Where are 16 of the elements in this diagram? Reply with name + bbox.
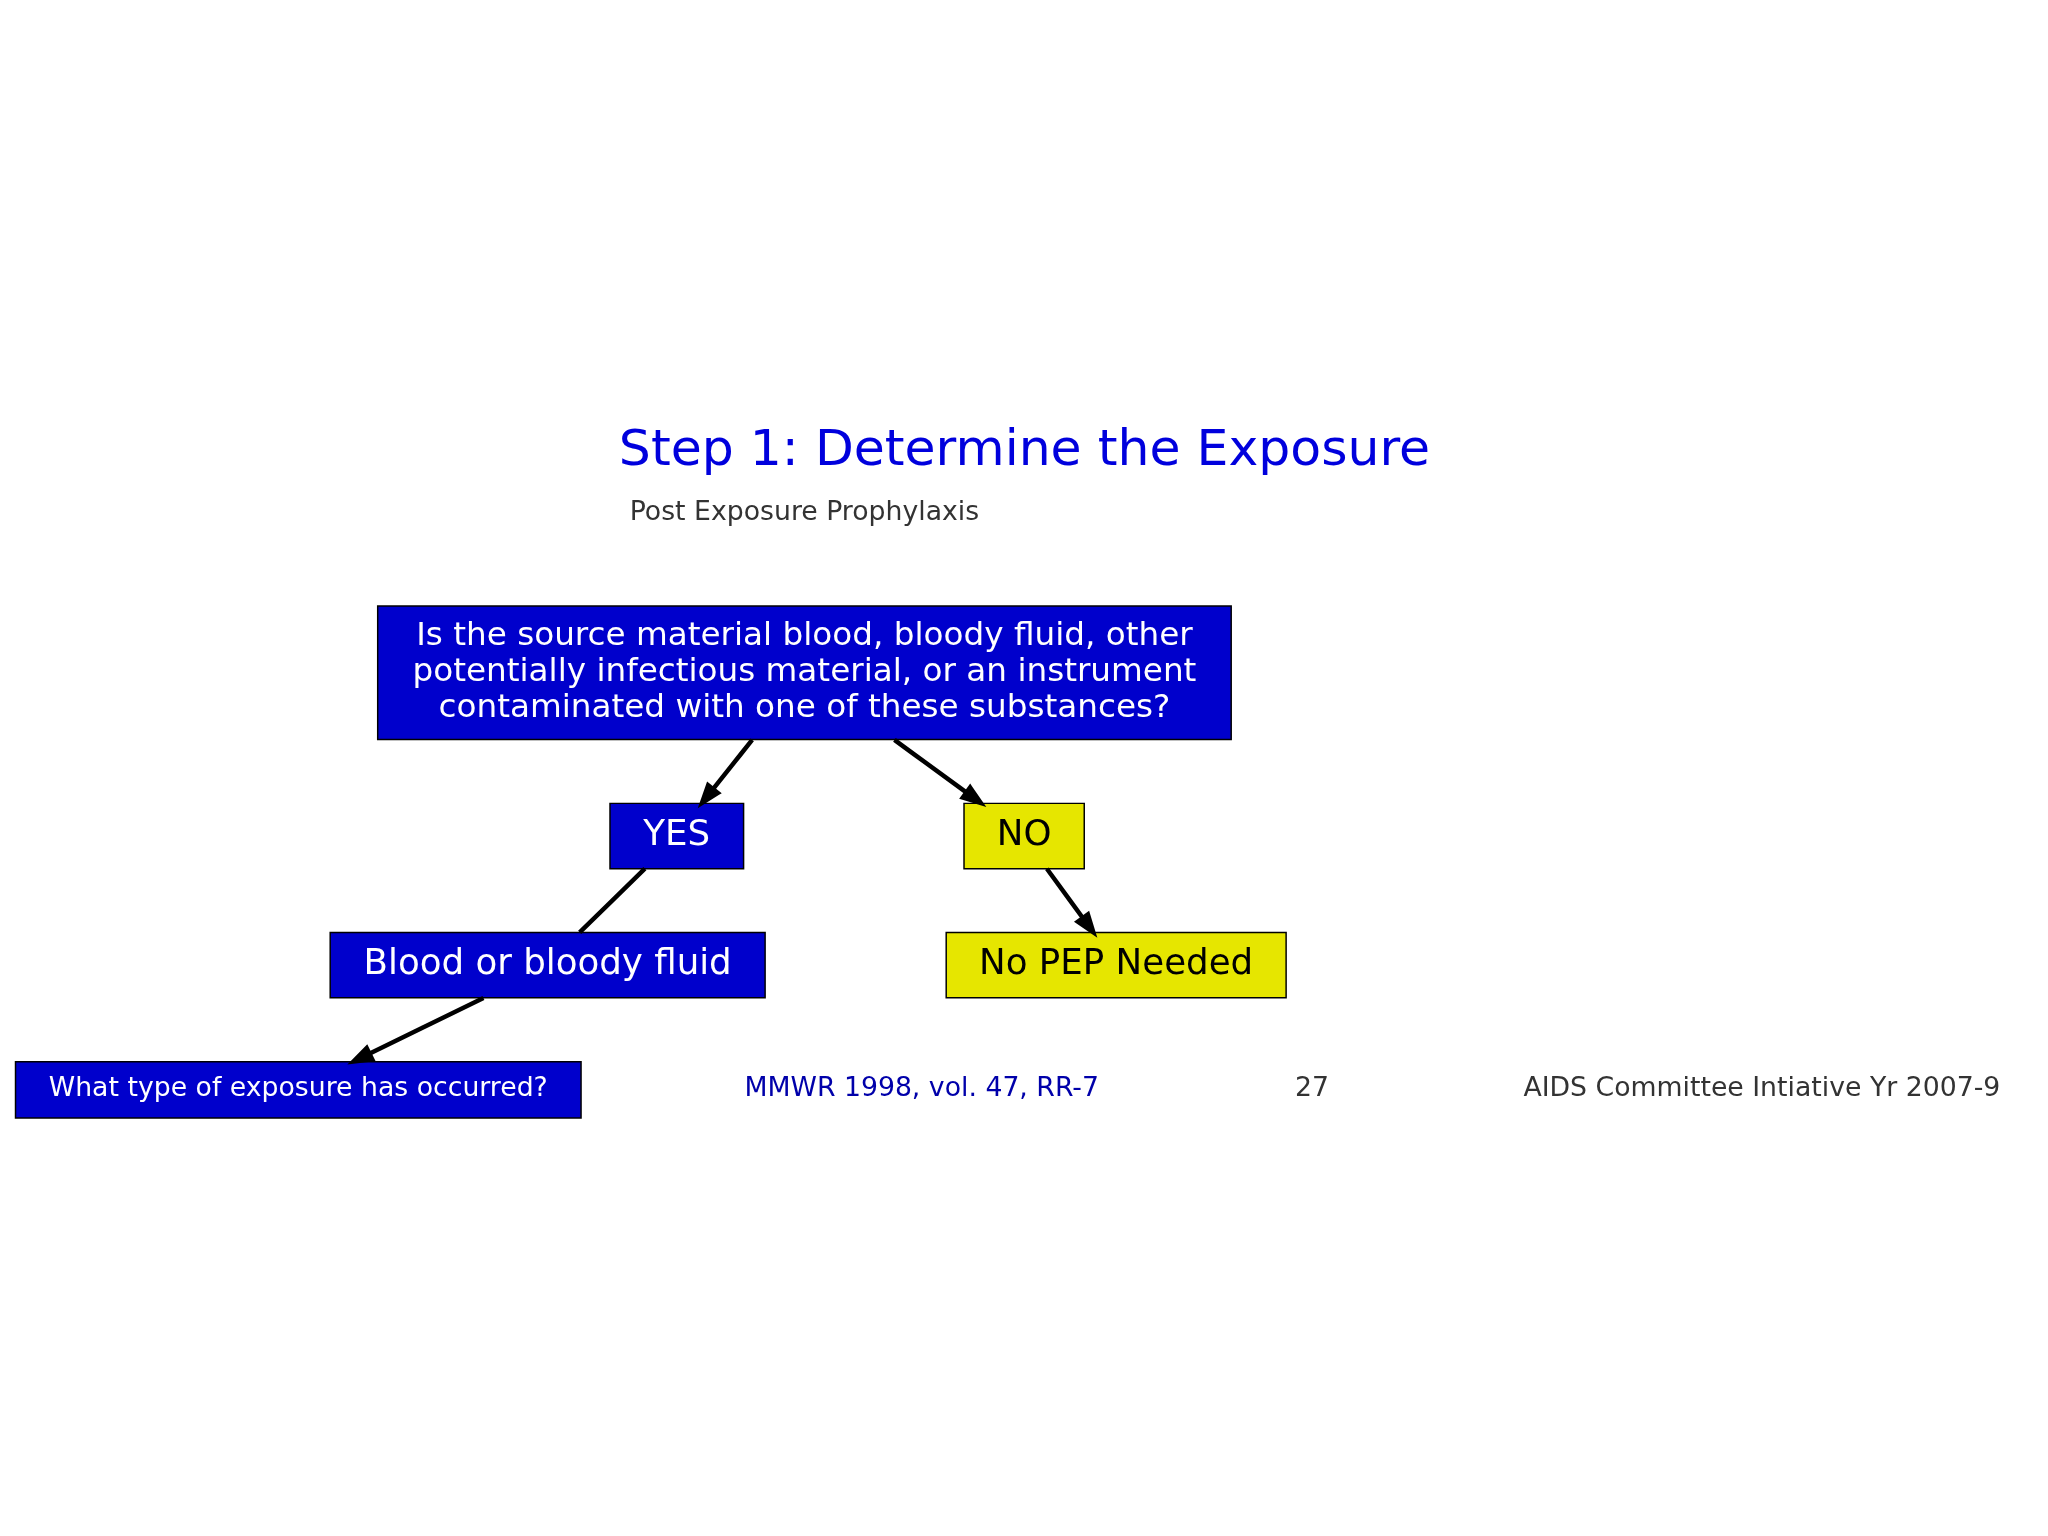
arrow xyxy=(346,995,484,1064)
label: Post Exposure Prophylaxis xyxy=(629,494,979,526)
label: 27 xyxy=(1294,1070,1329,1102)
diagram-title: Step 1: Determine the Exposure xyxy=(618,417,1430,477)
node-box: Is the source material blood, bloody fluid, other potentially infectious material, or an instrument contaminated with one of these substances? xyxy=(376,604,1232,740)
label: MMWR 1998, vol. 47, RR-7 xyxy=(743,1070,1099,1102)
node-box: YES xyxy=(608,802,744,869)
arrow xyxy=(892,737,986,807)
arrow xyxy=(697,738,754,808)
node-box: NO xyxy=(962,802,1085,869)
node-box: No PEP Needed xyxy=(944,931,1287,999)
label: AIDS Committee Intiative Yr 2007-9 xyxy=(1522,1070,2000,1102)
arrow xyxy=(1044,866,1097,938)
node-box: Blood or bloody fluid xyxy=(328,931,766,999)
node-box: What type of exposure has occurred? xyxy=(14,1060,582,1119)
connector xyxy=(577,866,646,934)
